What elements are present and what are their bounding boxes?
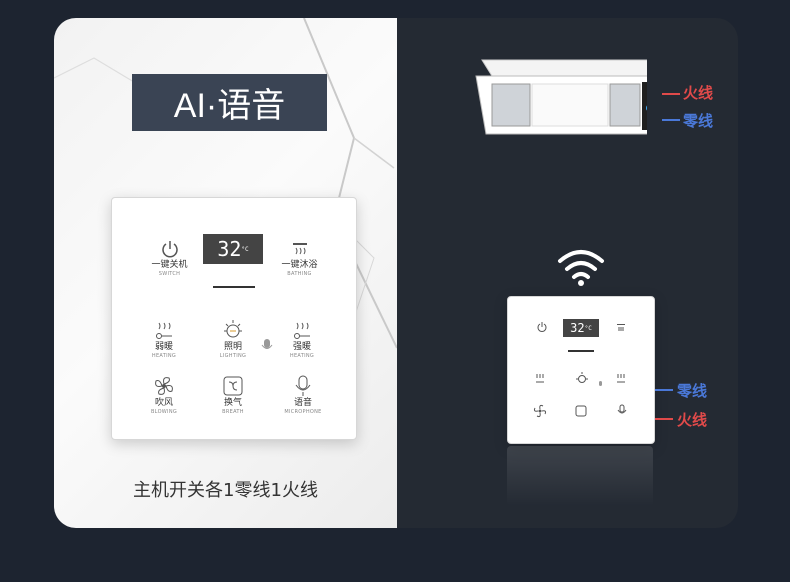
fan-icon (155, 377, 173, 395)
neutral-wire-label-bottom: 零线 (677, 382, 708, 400)
button-label-en: MICROPHONE (284, 409, 322, 415)
button-label-zh: 语音 (293, 398, 312, 408)
power-icon (161, 241, 178, 258)
button-label-en: BREATH (222, 409, 244, 415)
shower-icon-small[interactable] (615, 323, 627, 333)
wiring-note: 主机开关各1零线1火线 (133, 480, 318, 501)
control-panel-small: 32°C (507, 296, 655, 444)
ventilation-icon-small[interactable] (574, 404, 588, 418)
temperature-display: 32°C (203, 234, 263, 264)
heat-high-icon-small[interactable] (615, 373, 627, 385)
button-label-zh: 换气 (223, 398, 242, 408)
ventilation-icon (223, 376, 243, 396)
heat-low-icon (156, 322, 172, 339)
temperature-value-small: 32 (570, 321, 585, 335)
live-wire-label-bottom: 火线 (677, 411, 708, 429)
button-label-zh: 弱暖 (154, 342, 173, 352)
live-wire-line-bottom (655, 418, 673, 420)
button-label-en: LIGHTING (219, 353, 247, 359)
heat-low-icon-small[interactable] (534, 373, 546, 385)
bath-heater-illustration (475, 59, 647, 135)
button-label-en: BLOWING (150, 409, 178, 415)
temperature-unit-small: °C (584, 324, 592, 332)
blowing-button[interactable]: 吹风 BLOWING (139, 374, 189, 416)
page-title: AI·语音 (132, 74, 327, 131)
live-wire-label-top: 火线 (683, 84, 714, 102)
bathing-button[interactable]: 一键沐浴 BATHING (272, 240, 327, 278)
temperature-value: 32 (217, 237, 242, 261)
button-label-zh: 强暖 (292, 342, 311, 352)
fan-icon-small[interactable] (533, 404, 547, 418)
light-bulb-icon-small[interactable] (575, 371, 589, 385)
control-panel-large: 32°C 一键关机 SWITCH 一键沐浴 BATHING 弱暖 HEATING… (111, 197, 357, 440)
ventilation-button[interactable]: 换气 BREATH (208, 374, 258, 416)
microphone-icon (295, 375, 311, 396)
button-label-zh: 照明 (223, 342, 242, 352)
button-label-en: SWITCH (158, 271, 181, 277)
wifi-icon (558, 250, 604, 286)
neutral-wire-line (662, 119, 680, 121)
heat-high-icon (294, 322, 310, 339)
neutral-wire-line-bottom (655, 389, 673, 391)
button-label-en: HEATING (151, 353, 177, 359)
power-button[interactable]: 一键关机 SWITCH (142, 238, 197, 278)
live-wire-line (662, 93, 680, 95)
shower-icon (292, 243, 307, 255)
indicator-bar (213, 286, 255, 288)
power-icon-small[interactable] (536, 321, 548, 333)
button-label-zh: 吹风 (154, 398, 173, 408)
voice-button[interactable]: 语音 MICROPHONE (275, 374, 331, 416)
indicator-bar-small (568, 350, 594, 352)
temperature-unit: °C (241, 245, 249, 253)
voice-indicator-icon-small (599, 381, 602, 386)
button-label-zh: 一键沐浴 (281, 260, 318, 270)
panel-reflection (507, 446, 653, 506)
microphone-icon-small[interactable] (616, 404, 628, 418)
button-label-zh: 一键关机 (151, 260, 188, 270)
lighting-button[interactable]: 照明 LIGHTING (208, 318, 258, 360)
button-label-en: HEATING (289, 353, 315, 359)
heat-high-button[interactable]: 强暖 HEATING (277, 320, 327, 360)
light-bulb-icon (224, 320, 242, 338)
button-label-en: BATHING (287, 271, 312, 277)
heat-low-button[interactable]: 弱暖 HEATING (139, 320, 189, 360)
temperature-display-small: 32°C (563, 319, 599, 337)
neutral-wire-label-top: 零线 (683, 112, 714, 130)
voice-indicator-icon (261, 339, 273, 349)
